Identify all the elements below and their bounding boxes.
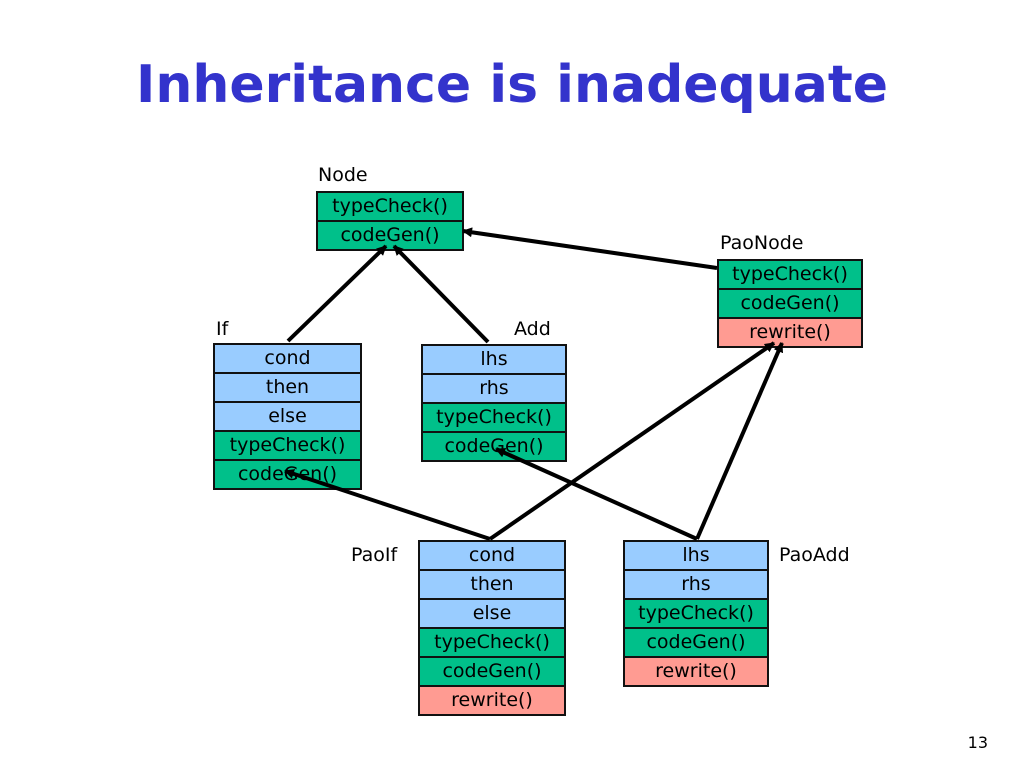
paoadd-rewrite-method: rewrite() [625,658,767,685]
if-then-field: then [215,374,360,403]
paoif-code-gen-method: codeGen() [420,658,564,687]
if-cond-field: cond [215,345,360,374]
paoif-cond-field: cond [420,542,564,571]
paoadd-to-add-arrow [495,447,698,541]
node-type-check-method: typeCheck() [318,193,462,222]
add-class-label: Add [514,318,551,340]
add-code-gen-method: codeGen() [423,433,565,460]
paoadd-class-label: PaoAdd [779,544,850,566]
node-class-label: Node [318,164,368,186]
paoadd-code-gen-method: codeGen() [625,629,767,658]
paoadd-lhs-field: lhs [625,542,767,571]
paoif-else-field: else [420,600,564,629]
if-type-check-method: typeCheck() [215,432,360,461]
paoif-type-check-method: typeCheck() [420,629,564,658]
paonode-class-label: PaoNode [720,232,804,254]
add-lhs-field: lhs [423,346,565,375]
paonode-class-box: typeCheck()codeGen()rewrite() [717,259,863,348]
add-to-node-arrow [392,244,490,344]
paoadd-rhs-field: rhs [625,571,767,600]
node-code-gen-method: codeGen() [318,222,462,249]
paoadd-to-paonode-arrow [695,342,784,540]
node-class-box: typeCheck()codeGen() [316,191,464,251]
paoadd-type-check-method: typeCheck() [625,600,767,629]
paoif-then-field: then [420,571,564,600]
page-number: 13 [967,733,988,752]
if-class-label: If [216,318,229,340]
if-code-gen-method: codeGen() [215,461,360,488]
paonode-code-gen-method: codeGen() [719,290,861,319]
slide-title: Inheritance is inadequate [135,55,889,115]
paonode-to-node-arrow [462,227,718,270]
add-rhs-field: rhs [423,375,565,404]
paonode-type-check-method: typeCheck() [719,261,861,290]
paoif-class-label: PaoIf [351,544,398,566]
add-type-check-method: typeCheck() [423,404,565,433]
paoif-rewrite-method: rewrite() [420,687,564,714]
if-else-field: else [215,403,360,432]
if-to-node-arrow [286,244,388,343]
paonode-rewrite-method: rewrite() [719,319,861,346]
